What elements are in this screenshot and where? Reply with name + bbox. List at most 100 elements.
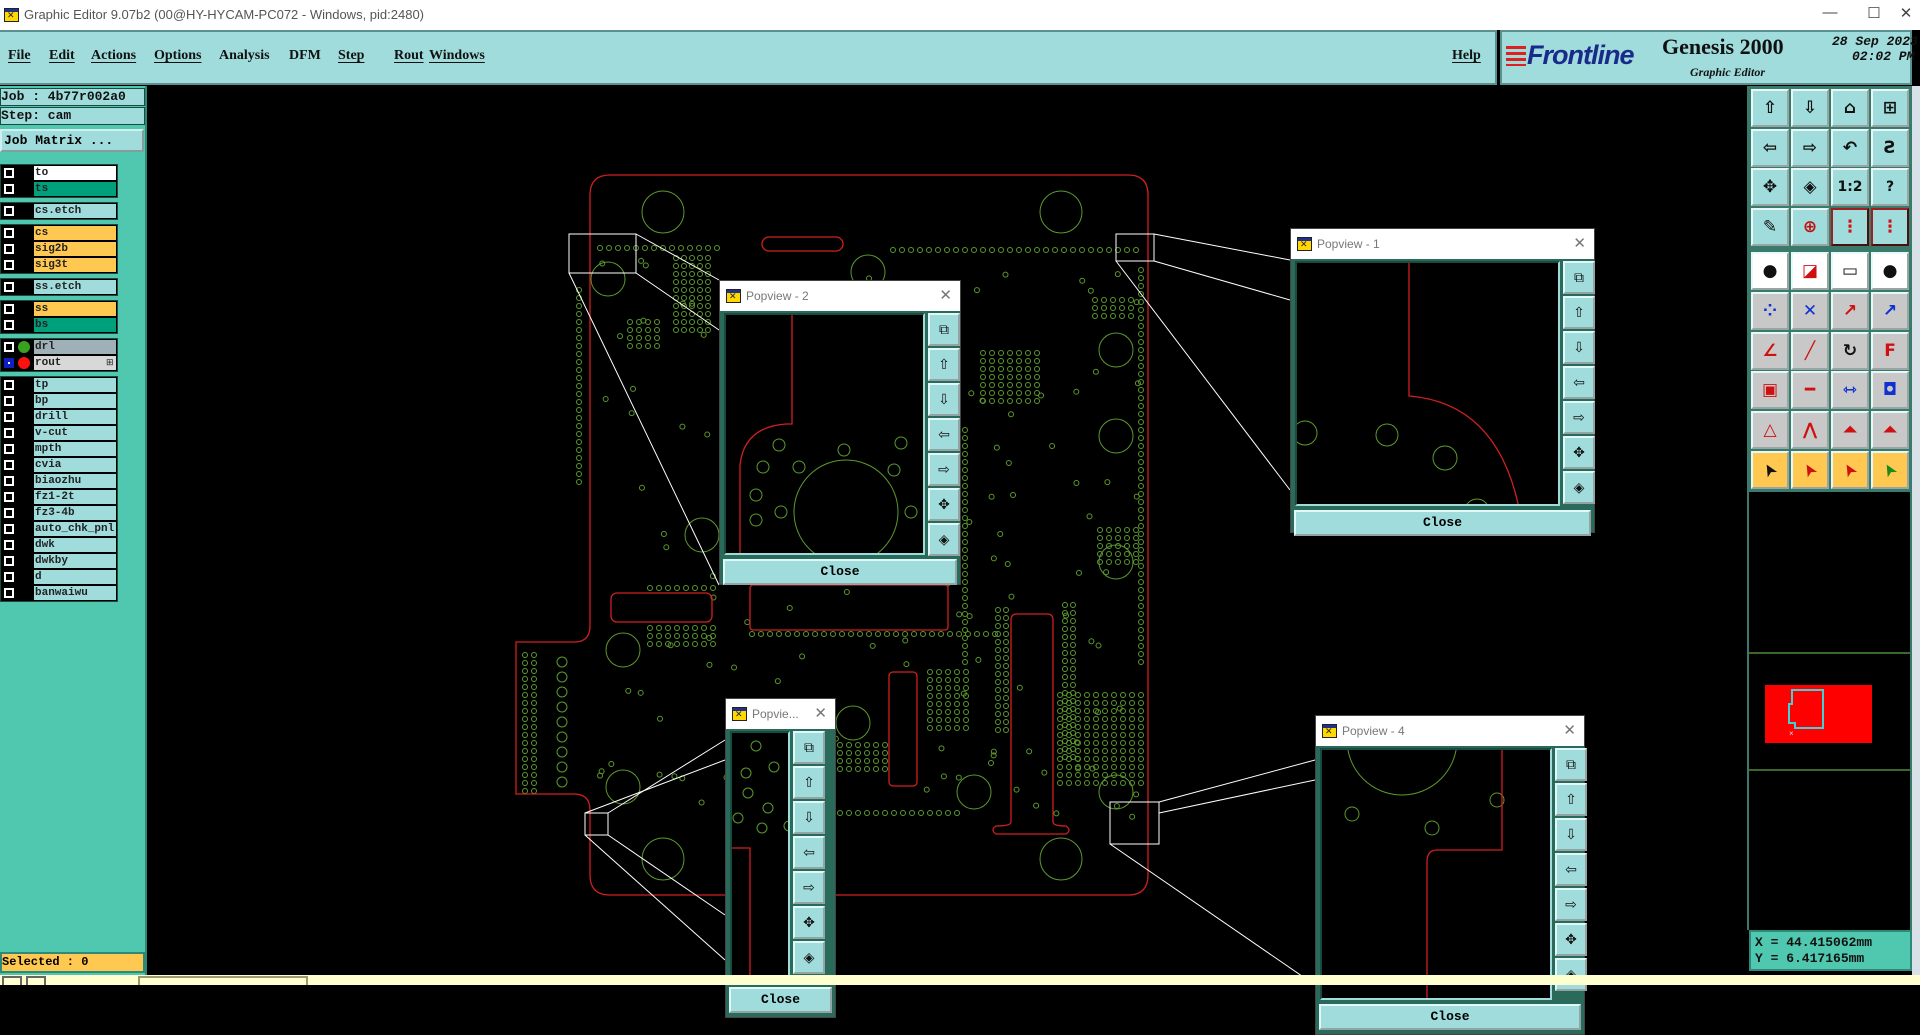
- layer-checkbox[interactable]: [4, 244, 14, 254]
- zoom-in-button[interactable]: ⇧: [928, 348, 960, 381]
- job-matrix-button[interactable]: Job Matrix ...: [0, 129, 144, 152]
- arc-button[interactable]: ↻: [1831, 332, 1869, 370]
- layer-checkbox[interactable]: [4, 380, 14, 390]
- cursor-grid-button[interactable]: ⊕: [1791, 208, 1829, 246]
- layer-row[interactable]: ss.etch: [1, 279, 117, 295]
- layer-checkbox[interactable]: [4, 342, 14, 352]
- layer-checkbox[interactable]: [4, 282, 14, 292]
- layer-name[interactable]: cs: [34, 226, 116, 240]
- layer-name[interactable]: fz1-2t: [34, 490, 116, 504]
- layer-checkbox[interactable]: [4, 304, 14, 314]
- layer-row[interactable]: v-cut: [1, 425, 117, 441]
- menu-help[interactable]: Help: [1452, 48, 1481, 63]
- layer-name[interactable]: dwk: [34, 538, 116, 552]
- menu-dfm[interactable]: DFM: [289, 48, 321, 63]
- layer-checkbox[interactable]: [4, 228, 14, 238]
- status-button[interactable]: [26, 976, 46, 985]
- popview-window[interactable]: Popview - 1✕⧉⇧⇩⇦⇨✥◈Close: [1290, 228, 1595, 536]
- layer-checkbox[interactable]: [4, 588, 14, 598]
- popview-sync-button[interactable]: ⧉: [928, 313, 960, 346]
- layer-row[interactable]: ts: [1, 181, 117, 197]
- fit-all-button[interactable]: ✥: [1563, 436, 1595, 469]
- move-point-button[interactable]: ↗: [1831, 292, 1869, 330]
- layer-name[interactable]: bs: [34, 318, 116, 332]
- layer-checkbox[interactable]: [4, 572, 14, 582]
- fit-profile-button[interactable]: ◈: [928, 523, 960, 556]
- fit-all-button[interactable]: ✥: [1555, 923, 1587, 956]
- zoom-out-button[interactable]: ⇩: [793, 801, 825, 834]
- layer-name[interactable]: ts: [34, 182, 116, 196]
- mirror-button[interactable]: F: [1871, 332, 1909, 370]
- close-button[interactable]: ✕: [1899, 5, 1913, 22]
- layer-name[interactable]: drl: [34, 340, 116, 354]
- zoom-out-button[interactable]: ⇩: [1555, 818, 1587, 851]
- menu-options[interactable]: Options: [154, 48, 202, 63]
- zoom-in-button[interactable]: ⇧: [793, 766, 825, 799]
- zoom-in-button[interactable]: ⇧: [1751, 89, 1789, 127]
- layer-name[interactable]: sig3t: [34, 258, 116, 272]
- menu-rout[interactable]: Rout: [394, 48, 424, 63]
- pan-left-button[interactable]: ⇦: [1563, 366, 1595, 399]
- grid-xy-button[interactable]: ⊞: [1871, 89, 1909, 127]
- layer-checkbox[interactable]: [4, 320, 14, 330]
- snap-button[interactable]: Ƨ: [1871, 129, 1909, 167]
- layer-name[interactable]: mpth: [34, 442, 116, 456]
- layer-checkbox[interactable]: [4, 492, 14, 502]
- layer-checkbox[interactable]: [4, 428, 14, 438]
- layer-checkbox[interactable]: [4, 508, 14, 518]
- pan-left-button[interactable]: ⇦: [1555, 853, 1587, 886]
- netlist-compare-button[interactable]: ⋮: [1871, 208, 1909, 246]
- popview-window[interactable]: Popview - 2✕⧉⇧⇩⇦⇨✥◈Close: [719, 280, 961, 585]
- zoom-in-button[interactable]: ⇧: [1555, 783, 1587, 816]
- overview-map[interactable]: ×: [1749, 492, 1910, 930]
- layer-name[interactable]: tp: [34, 378, 116, 392]
- scale-1-2-button[interactable]: 1:2: [1831, 168, 1869, 206]
- delete-button[interactable]: ✕: [1791, 292, 1829, 330]
- popview-sync-button[interactable]: ⧉: [1563, 261, 1595, 294]
- resize-button[interactable]: ⇿: [1831, 371, 1869, 409]
- layer-row[interactable]: to: [1, 165, 117, 181]
- layer-row[interactable]: fz3-4b: [1, 505, 117, 521]
- layer-row[interactable]: mpth: [1, 441, 117, 457]
- fit-all-button[interactable]: ✥: [928, 488, 960, 521]
- pad-button[interactable]: ●: [1871, 252, 1909, 290]
- measure-feature-button[interactable]: ◪: [1791, 252, 1829, 290]
- layer-name[interactable]: auto_chk_pnl: [34, 522, 116, 536]
- layer-row[interactable]: drill: [1, 409, 117, 425]
- popview-close-button[interactable]: Close: [723, 559, 957, 585]
- layer-row[interactable]: bs: [1, 317, 117, 333]
- pan-right-button[interactable]: ⇨: [1791, 129, 1829, 167]
- popview-close-button[interactable]: Close: [1319, 1004, 1581, 1030]
- zoom-out-button[interactable]: ⇩: [1791, 89, 1829, 127]
- surface-button[interactable]: ◘: [1871, 371, 1909, 409]
- undo-view-button[interactable]: ↶: [1831, 129, 1869, 167]
- layer-checkbox[interactable]: [4, 184, 14, 194]
- layer-row[interactable]: fz1-2t: [1, 489, 117, 505]
- layer-name[interactable]: rout: [34, 356, 116, 370]
- line-button[interactable]: ━: [1791, 371, 1829, 409]
- layer-name[interactable]: ss: [34, 302, 116, 316]
- layer-checkbox[interactable]: [4, 476, 14, 486]
- menu-step[interactable]: Step: [338, 48, 365, 63]
- profile-edit-button[interactable]: ⏶: [1831, 411, 1869, 449]
- popview-sync-button[interactable]: ⧉: [1555, 748, 1587, 781]
- close-icon[interactable]: ✕: [1573, 235, 1586, 252]
- tools-button[interactable]: ✎: [1751, 208, 1789, 246]
- layer-name[interactable]: biaozhu: [34, 474, 116, 488]
- layer-row[interactable]: tp: [1, 377, 117, 393]
- layer-checkbox[interactable]: [4, 524, 14, 534]
- zoom-in-button[interactable]: ⇧: [1563, 296, 1595, 329]
- layer-name[interactable]: to: [34, 166, 116, 180]
- layer-name[interactable]: fz3-4b: [34, 506, 116, 520]
- layer-row[interactable]: cvia: [1, 457, 117, 473]
- connect-button[interactable]: ⁘: [1751, 292, 1789, 330]
- fit-profile-button[interactable]: ◈: [1563, 471, 1595, 504]
- right-edge-scrollbar[interactable]: [1912, 86, 1920, 985]
- layer-row[interactable]: rout⊞: [1, 355, 117, 371]
- menu-windows[interactable]: Windows: [429, 48, 485, 63]
- close-icon[interactable]: ✕: [939, 287, 952, 304]
- pan-left-button[interactable]: ⇦: [1751, 129, 1789, 167]
- layer-checkbox[interactable]: [4, 260, 14, 270]
- close-icon[interactable]: ✕: [1563, 722, 1576, 739]
- layer-row[interactable]: bp: [1, 393, 117, 409]
